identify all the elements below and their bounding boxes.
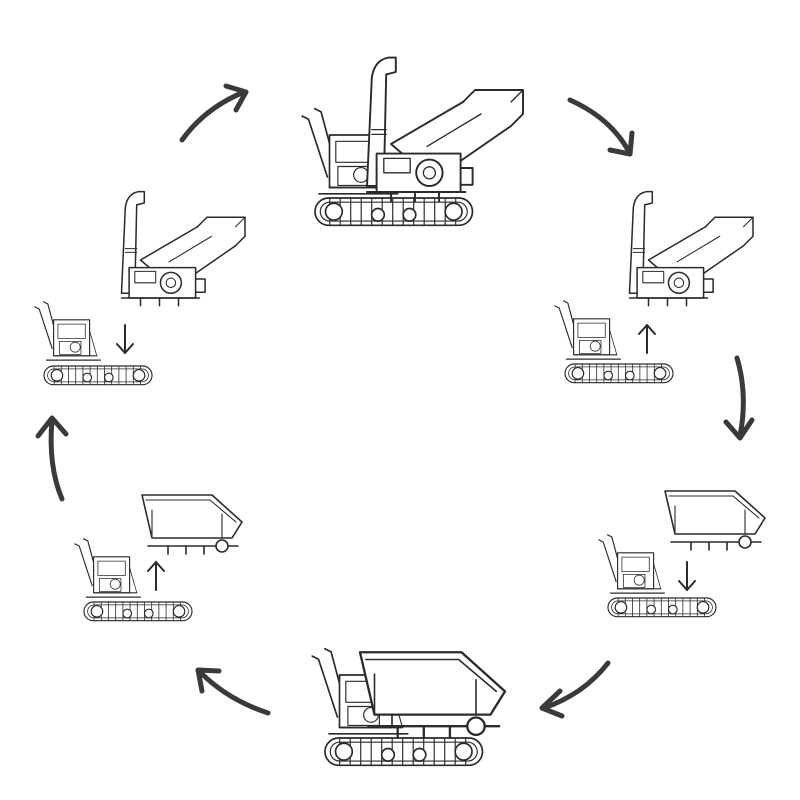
cycle-arrow-bottom-right: [539, 660, 611, 719]
cycle-arrow-top-right: [567, 97, 635, 157]
stage-dumper-lower-on: [598, 490, 766, 618]
stage-chipper-mounted: [301, 56, 524, 227]
stage-chipper-lower-on: [34, 190, 246, 386]
stage-dumper-mounted: [311, 647, 507, 767]
stage-dumper-lift-off: [74, 494, 243, 622]
cycle-arrow-right: [723, 355, 755, 441]
stage-chipper-lift-off: [554, 190, 754, 384]
cycle-arrow-bottom-left: [195, 667, 271, 716]
cycle-arrow-top-left: [179, 83, 249, 143]
cycle-arrow-left: [35, 415, 69, 502]
